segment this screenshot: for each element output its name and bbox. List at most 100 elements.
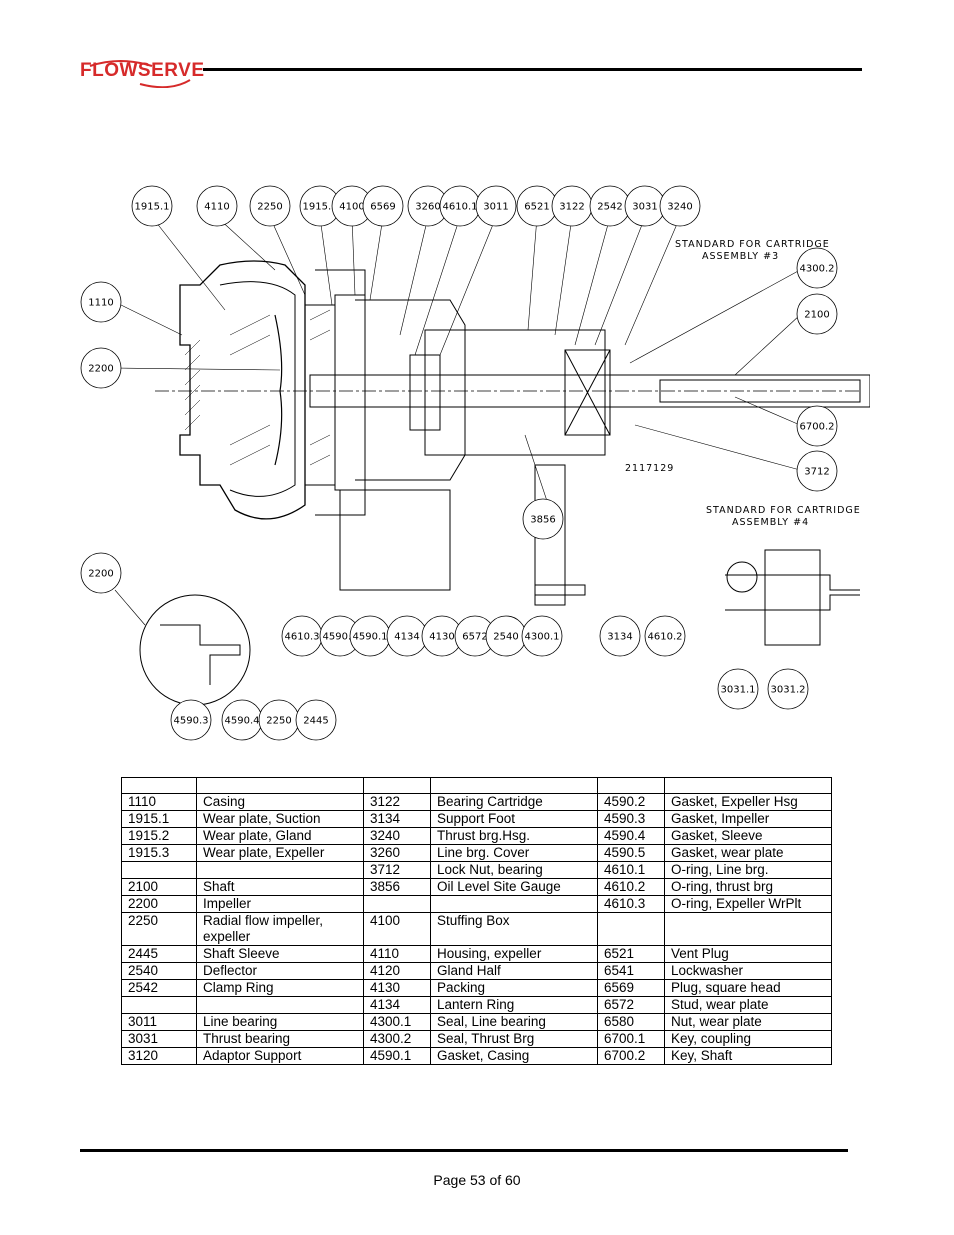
part-description-cell: Seal, Line bearing xyxy=(430,1013,598,1031)
callout-label: 1915.1 xyxy=(135,202,170,213)
part-number-cell: 2100 xyxy=(121,878,197,896)
callout-bubble: 2100 xyxy=(796,293,838,335)
callout-circle xyxy=(170,699,212,741)
callout-label: 3031.1 xyxy=(721,685,756,696)
part-number-cell: 3260 xyxy=(363,844,431,862)
callout-bubble: 2250 xyxy=(249,185,291,227)
cartridge-3-note-line2: ASSEMBLY #3 xyxy=(702,251,779,262)
callout-bubble: 6700.2 xyxy=(796,405,838,447)
callout-bubble: 2200 xyxy=(80,552,122,594)
part-description-cell: Impeller xyxy=(196,895,364,913)
callout-circle xyxy=(80,281,122,323)
cartridge-3-note-line1: STANDARD FOR CARTRIDGE xyxy=(675,239,830,250)
part-description-cell: Adaptor Support xyxy=(196,1047,364,1065)
callout-bubble: 2540 xyxy=(485,615,527,657)
callout-circle xyxy=(80,552,122,594)
part-number-cell: 3240 xyxy=(363,827,431,845)
callout-bubble: 4610.1 xyxy=(439,185,481,227)
callout-label: 4590.4 xyxy=(225,716,260,727)
part-number-cell: 4590.4 xyxy=(597,827,665,845)
callout-label: 4300.1 xyxy=(525,632,560,643)
callout-label: 4610.2 xyxy=(648,632,683,643)
callout-circle xyxy=(521,615,563,657)
part-description-cell xyxy=(196,861,364,879)
callout-label: 3122 xyxy=(559,202,584,213)
callout-bubble: 4590.3 xyxy=(170,699,212,741)
callout-circle xyxy=(644,615,686,657)
drawing-number: 2117129 xyxy=(625,463,674,474)
part-description-cell: Line brg. Cover xyxy=(430,844,598,862)
part-description-cell: O-ring, Line brg. xyxy=(664,861,832,879)
callout-circle xyxy=(717,668,759,710)
part-number-cell: 4590.1 xyxy=(363,1047,431,1065)
part-description-cell: Vent Plug xyxy=(664,945,832,963)
callout-bubble: 4300.1 xyxy=(521,615,563,657)
part-number-cell: 6700.1 xyxy=(597,1030,665,1048)
footer-rule xyxy=(80,1149,848,1152)
part-description-cell: O-ring, thrust brg xyxy=(664,878,832,896)
part-description-cell: Oil Level Site Gauge xyxy=(430,878,598,896)
part-number-cell: 3011 xyxy=(121,1013,197,1031)
part-number-cell: 1915.1 xyxy=(121,810,197,828)
part-number-cell: 2445 xyxy=(121,945,197,963)
part-description-cell: Gasket, wear plate xyxy=(664,844,832,862)
callout-bubble: 3856 xyxy=(522,498,564,540)
header-cell xyxy=(430,777,598,794)
callout-label: 6700.2 xyxy=(800,422,835,433)
callout-label: 4110 xyxy=(204,202,229,213)
part-description-cell: Shaft xyxy=(196,878,364,896)
callout-label: 1110 xyxy=(88,298,113,309)
callout-label: 2200 xyxy=(88,364,113,375)
callout-label: 2445 xyxy=(303,716,328,727)
callout-bubble: 4610.3 xyxy=(281,615,323,657)
callout-label: 3240 xyxy=(667,202,692,213)
part-description-cell: Radial flow impeller, expeller xyxy=(196,912,364,946)
part-description-cell: Lockwasher xyxy=(664,962,832,980)
callout-label: 4590.1 xyxy=(353,632,388,643)
part-number-cell: 6521 xyxy=(597,945,665,963)
part-description-cell: Clamp Ring xyxy=(196,979,364,997)
callout-bubble: 2445 xyxy=(295,699,337,741)
part-number-cell: 4610.3 xyxy=(597,895,665,913)
part-description-cell: Seal, Thrust Brg xyxy=(430,1030,598,1048)
header-cell xyxy=(196,777,364,794)
callout-bubble: 1915.1 xyxy=(131,185,173,227)
part-description-cell: Bearing Cartridge xyxy=(430,793,598,811)
part-description-cell: Gasket, Impeller xyxy=(664,810,832,828)
callout-circle xyxy=(196,185,238,227)
part-number-cell: 1915.2 xyxy=(121,827,197,845)
part-number-cell: 4110 xyxy=(363,945,431,963)
part-description-cell: Gasket, Casing xyxy=(430,1047,598,1065)
part-number-cell: 4300.2 xyxy=(363,1030,431,1048)
callout-circle xyxy=(80,347,122,389)
part-number-cell: 6569 xyxy=(597,979,665,997)
callout-label: 3134 xyxy=(607,632,632,643)
part-number-cell: 6700.2 xyxy=(597,1047,665,1065)
part-description-cell: Stuffing Box xyxy=(430,912,598,946)
part-number-cell: 3122 xyxy=(363,793,431,811)
callout-label: 3856 xyxy=(530,515,555,526)
part-number-cell: 4100 xyxy=(363,912,431,946)
part-number-cell: 2542 xyxy=(121,979,197,997)
part-number-cell xyxy=(121,996,197,1014)
header-cell xyxy=(597,777,665,794)
part-description-cell: Shaft Sleeve xyxy=(196,945,364,963)
part-number-cell: 2540 xyxy=(121,962,197,980)
callout-bubble: 3240 xyxy=(659,185,701,227)
part-description-cell xyxy=(430,895,598,913)
header-cell xyxy=(121,777,197,794)
part-description-cell: Plug, square head xyxy=(664,979,832,997)
part-description-cell: Wear plate, Expeller xyxy=(196,844,364,862)
callout-label: 6521 xyxy=(524,202,549,213)
callout-label: 3712 xyxy=(804,467,829,478)
part-number-cell: 1915.3 xyxy=(121,844,197,862)
